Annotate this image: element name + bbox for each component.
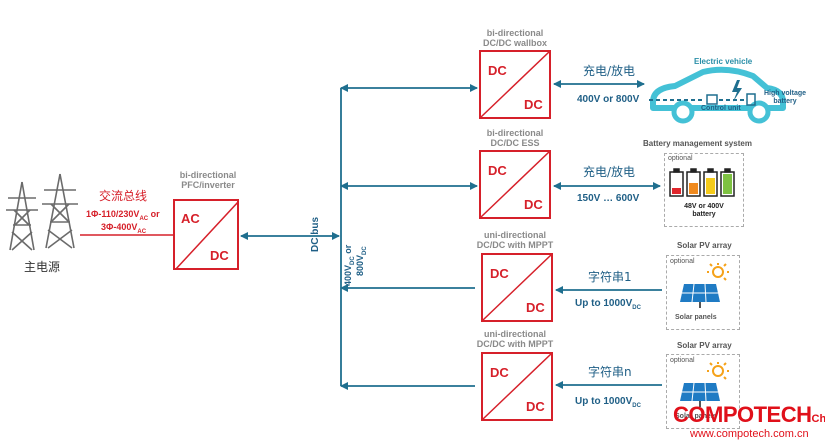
converter-3-box: DC DC bbox=[481, 253, 553, 322]
ac-voltage-line1: 1Φ-110/230VAC or bbox=[86, 209, 160, 222]
converter-4-link-value: Up to 1000VDC bbox=[575, 396, 641, 409]
converter-2-box: DC DC bbox=[479, 150, 551, 219]
converter-4-link-cn: 字符串n bbox=[588, 365, 632, 379]
converter-4-top: DC bbox=[490, 365, 509, 380]
dc-bus-label: DC bus bbox=[310, 217, 321, 252]
watermark-url: www.compotech.com.cn bbox=[690, 428, 809, 440]
ev-title: Electric vehicle bbox=[694, 57, 753, 66]
dc-bus-voltage-b: 800VDC bbox=[355, 246, 368, 276]
electric-vehicle-icon bbox=[649, 66, 786, 124]
battery-icon bbox=[669, 168, 735, 197]
converter-2-link-value: 150V … 600V bbox=[577, 193, 640, 204]
pv-2-optional: optional bbox=[670, 357, 695, 364]
pv-2-caption: Solar panels bbox=[675, 413, 717, 420]
converter-2-link-cn: 充电/放电 bbox=[583, 165, 636, 179]
pv-1-title: Solar PV array bbox=[677, 241, 732, 250]
compotech-watermark: COMPOTECHChina www.compotech.com.cn bbox=[673, 402, 825, 440]
main-power-label: 主电源 bbox=[24, 260, 61, 274]
pv-1-caption: Solar panels bbox=[675, 314, 717, 321]
converter-1-link-value: 400V or 800V bbox=[577, 94, 640, 105]
power-towers-icon bbox=[6, 173, 78, 251]
ev-control-unit: Control unit bbox=[701, 105, 741, 112]
converter-4-box: DC DC bbox=[481, 352, 553, 421]
converter-3-link-value: Up to 1000VDC bbox=[575, 298, 641, 311]
ac-voltage-line2: 3Φ-400VAC bbox=[101, 222, 147, 235]
ac-line bbox=[80, 234, 173, 236]
pv-2-title: Solar PV array bbox=[677, 341, 732, 350]
pfc-converter-box: AC DC bbox=[173, 199, 239, 270]
ess-optional: optional bbox=[668, 155, 693, 162]
converter-2-top: DC bbox=[488, 163, 507, 178]
converter-4-bottom: DC bbox=[526, 399, 545, 414]
converter-1-bottom: DC bbox=[524, 97, 543, 112]
solar-panel-icon bbox=[680, 362, 729, 407]
pv-1-optional: optional bbox=[670, 258, 695, 265]
ess-title: Battery management system bbox=[643, 139, 752, 148]
converter-1-top: DC bbox=[488, 63, 507, 78]
converter-3-link-cn: 字符串1 bbox=[588, 270, 632, 284]
converter-1-box: DC DC bbox=[479, 50, 551, 119]
watermark-brand: COMPOTECH bbox=[673, 402, 812, 427]
converter-3-top: DC bbox=[490, 266, 509, 281]
pfc-ac-label: AC bbox=[181, 211, 200, 226]
converter-3-bottom: DC bbox=[526, 300, 545, 315]
pfc-dc-label: DC bbox=[210, 248, 229, 263]
converter-2-bottom: DC bbox=[524, 197, 543, 212]
solar-panel-icon bbox=[680, 263, 729, 308]
watermark-brand-suffix: China bbox=[811, 413, 825, 425]
converter-1-link-cn: 充电/放电 bbox=[583, 64, 636, 78]
ac-bus-label: 交流总线 bbox=[99, 189, 148, 203]
dc-bus-voltage: 400VDC or bbox=[343, 244, 356, 286]
